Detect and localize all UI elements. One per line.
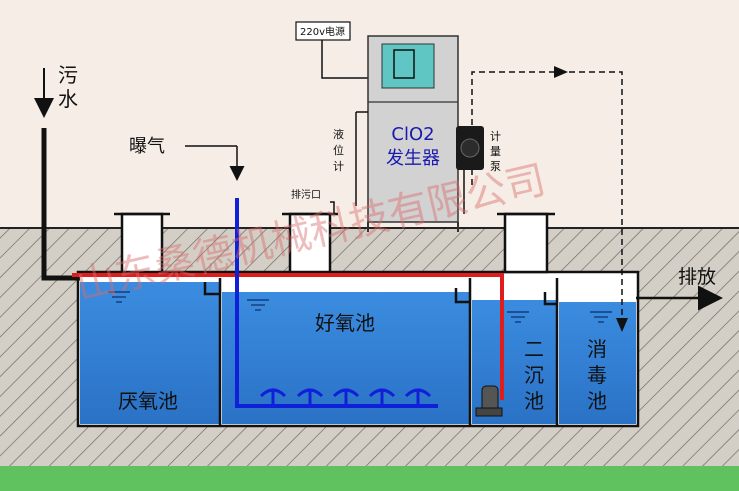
partitions <box>203 278 559 426</box>
disinfect-label-1: 消 <box>587 337 607 361</box>
aerobic-label: 好氧池 <box>315 311 375 335</box>
disinfect-label-2: 毒 <box>587 363 607 387</box>
bottom-strip <box>0 466 739 491</box>
aeration-pipe <box>235 198 438 408</box>
sewage-label-1: 污 <box>58 63 78 87</box>
pump-label-3: 泵 <box>490 160 501 173</box>
secondary-label-2: 沉 <box>524 363 544 387</box>
manholes <box>114 212 555 274</box>
drain-label: 排污口 <box>291 188 321 201</box>
water-surface-marks <box>108 291 612 323</box>
generator-label-2: 发生器 <box>386 148 440 169</box>
sewage-label-2: 水 <box>58 87 78 111</box>
pump-label-2: 量 <box>490 145 501 158</box>
power-label: 220v电源 <box>300 25 345 38</box>
anaerobic-label: 厌氧池 <box>118 389 178 413</box>
power-line <box>321 40 370 79</box>
secondary-label-1: 二 <box>524 337 544 361</box>
dosing-arrow-right <box>554 66 568 78</box>
generator-label-1: ClO2 <box>391 124 434 145</box>
metering-pump-icon <box>456 126 484 214</box>
disinfect-label-3: 池 <box>587 389 607 413</box>
drain-pipe <box>330 201 335 214</box>
water-anaerobic <box>80 282 220 424</box>
pump-label-1: 计 <box>490 130 501 143</box>
dosing-arrow-down <box>616 318 628 332</box>
level-meter-label-1: 液 <box>333 127 344 141</box>
diffusers <box>259 388 432 406</box>
discharge-label: 排放 <box>678 266 716 288</box>
power-box <box>295 21 351 41</box>
sewage-inlet-pipe <box>41 128 80 281</box>
aeration-label: 曝气 <box>129 136 165 157</box>
secondary-label-3: 池 <box>524 389 544 413</box>
level-meter-label-3: 计 <box>333 160 344 173</box>
return-pipe-red <box>72 273 504 400</box>
submersible-pump-icon <box>475 385 503 417</box>
level-meter-label-2: 位 <box>333 143 344 157</box>
